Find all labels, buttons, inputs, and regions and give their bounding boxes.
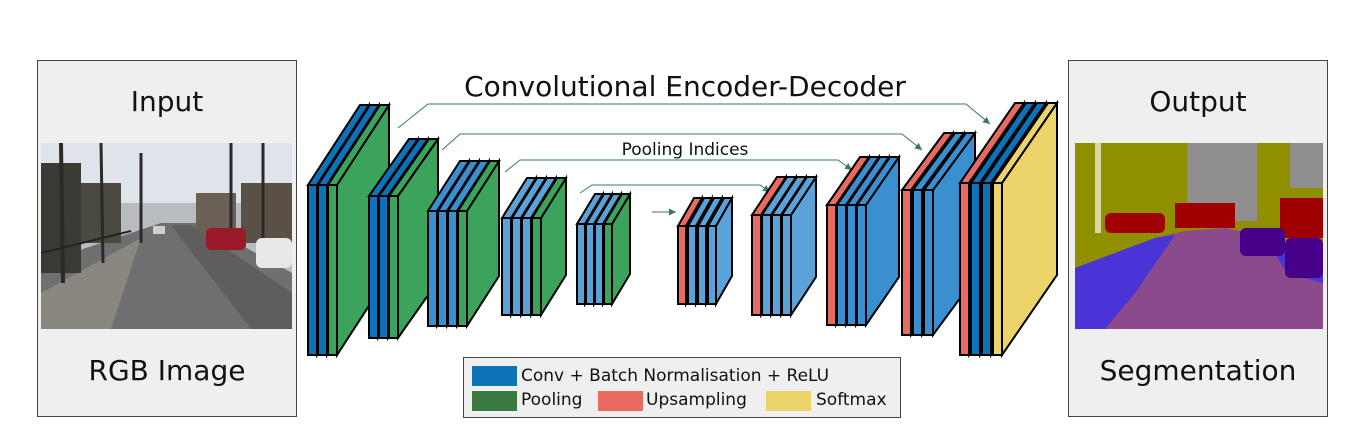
layer-stack [306, 99, 1059, 359]
output-caption: Segmentation [1099, 354, 1297, 387]
pooling-layer [456, 157, 501, 330]
legend-upsampling-label: Upsampling [646, 390, 747, 410]
legend-softmax-label: Softmax [816, 390, 887, 410]
pooling-index-arrow [579, 184, 771, 194]
legend-pooling-label: Pooling [521, 390, 583, 410]
legend-softmax-swatch [766, 391, 811, 411]
input-caption: RGB Image [88, 354, 246, 387]
legend-upsampling-swatch [598, 391, 643, 411]
rgb-street-image [41, 143, 292, 329]
legend-pooling-swatch [472, 391, 517, 411]
pooling-indices-label: Pooling Indices [621, 140, 749, 160]
diagram-title: Convolutional Encoder-Decoder [464, 70, 906, 103]
conv-layer [780, 173, 818, 319]
pooling-index-arrow [397, 103, 991, 129]
pooling-indices-arrows [397, 103, 991, 216]
input-panel: Input RGB Image [37, 60, 297, 417]
output-panel: Output Segmentation [1068, 60, 1328, 417]
output-title: Output [1149, 85, 1247, 118]
legend-conv-label: Conv + Batch Normalisation + ReLU [521, 366, 830, 386]
conv-layer [855, 153, 901, 329]
legend-conv-swatch [472, 366, 517, 386]
softmax-layer [991, 99, 1059, 359]
pooling-layer [602, 190, 632, 308]
arrow-head [844, 163, 852, 170]
segmentation-image [1075, 143, 1323, 329]
legend: Conv + Batch Normalisation + ReLU Poolin… [463, 357, 901, 418]
pooling-index-arrow [504, 159, 853, 173]
pooling-layer [530, 174, 568, 319]
arrow-head [982, 116, 990, 124]
pooling-index-arrow [441, 133, 923, 151]
arrow-head [669, 208, 676, 216]
input-title: Input [130, 85, 204, 118]
arrow-head [914, 142, 922, 150]
conv-layer [706, 194, 734, 308]
